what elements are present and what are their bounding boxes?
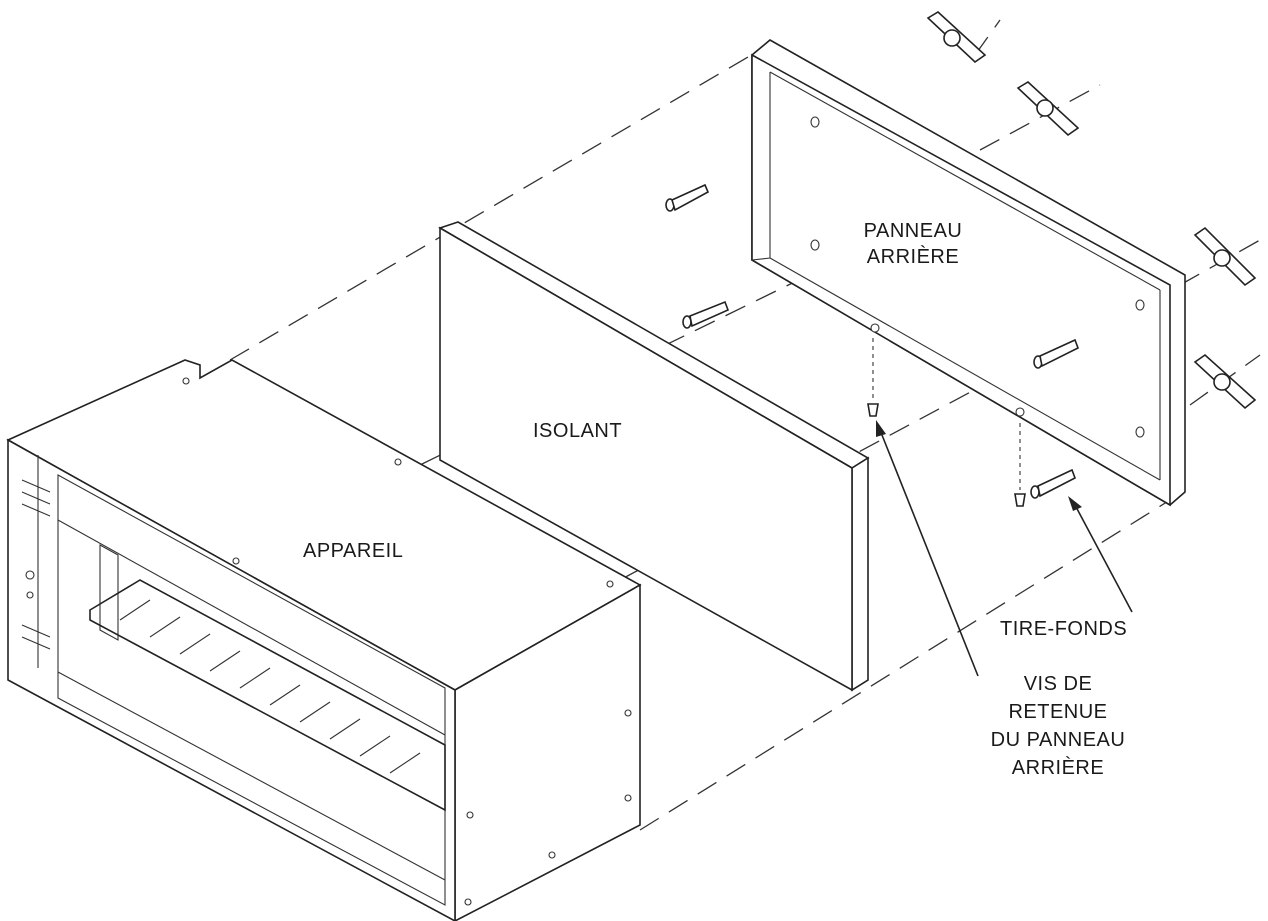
retaining-screw-label-line2: RETENUE: [1008, 701, 1108, 723]
lag-screw: [1033, 338, 1080, 369]
rear-panel-label-line2: ARRIÈRE: [866, 246, 960, 268]
wing-nut: [926, 11, 987, 64]
lag-screw: [682, 300, 730, 329]
retaining-screw-label-line1: VIS DE: [1023, 673, 1093, 695]
retaining-screws: [867, 338, 1026, 507]
retaining-screw-label-line4: ARRIÈRE: [1011, 757, 1105, 779]
retaining-screw-label-line3: DU PANNEAU: [990, 729, 1126, 751]
lag-screws-label: TIRE-FONDS: [1000, 618, 1128, 640]
wing-nut: [1193, 353, 1257, 410]
appliance-label: APPAREIL: [303, 540, 404, 562]
lag-screw: [1030, 468, 1076, 499]
wire-rack: [89, 579, 446, 812]
wing-nut: [1193, 226, 1257, 287]
insulation-board: [438, 221, 870, 692]
rear-panel-label: PANNEAU ARRIÈRE: [838, 218, 988, 270]
retaining-screw-label: VIS DE RETENUE DU PANNEAU ARRIÈRE: [968, 670, 1148, 782]
rear-panel-label-line1: PANNEAU: [863, 220, 963, 242]
insulation-label: ISOLANT: [533, 420, 623, 442]
appliance: [6, 359, 642, 921]
wing-nuts: [926, 11, 1257, 410]
leader-lines: [876, 420, 1133, 677]
lag-screws: [665, 183, 1080, 499]
lag-screw: [665, 183, 710, 212]
rear-panel: [751, 39, 1186, 507]
wing-nut: [1016, 81, 1080, 137]
